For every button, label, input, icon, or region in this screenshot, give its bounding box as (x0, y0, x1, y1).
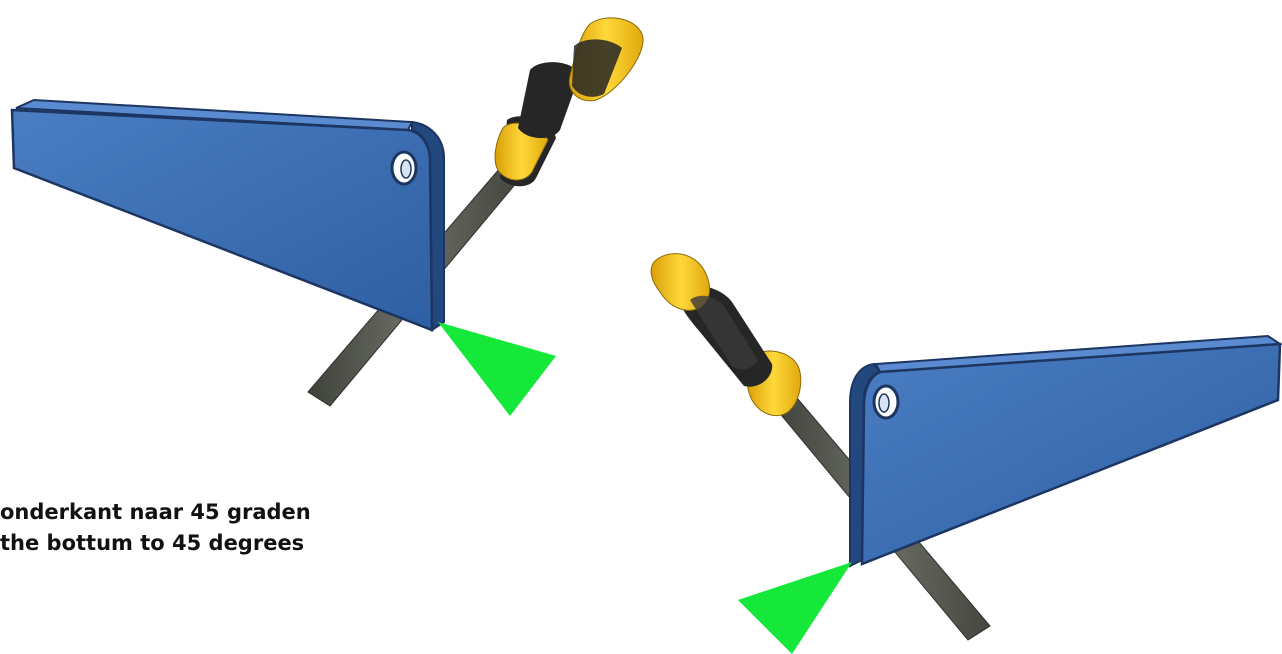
left-angle-marker (438, 322, 556, 416)
instruction-caption: onderkant naar 45 graden the bottum to 4… (0, 497, 311, 559)
right-plate-face (860, 342, 1282, 566)
left-file-handle-body (518, 62, 580, 139)
left-plate-hole-inner (400, 159, 412, 179)
left-file-handle-stripe (572, 39, 622, 97)
left-plate-face (10, 108, 434, 332)
right-plate (849, 334, 1282, 568)
right-angle-marker (738, 562, 852, 654)
left-assembly (10, 17, 644, 416)
caption-line-english: the bottum to 45 degrees (0, 531, 305, 555)
left-plate (10, 98, 445, 332)
right-assembly (650, 253, 1282, 654)
right-file-handle-stripe (690, 295, 758, 370)
caption-line-dutch: onderkant naar 45 graden (0, 500, 311, 524)
right-plate-hole-inner (878, 393, 890, 413)
